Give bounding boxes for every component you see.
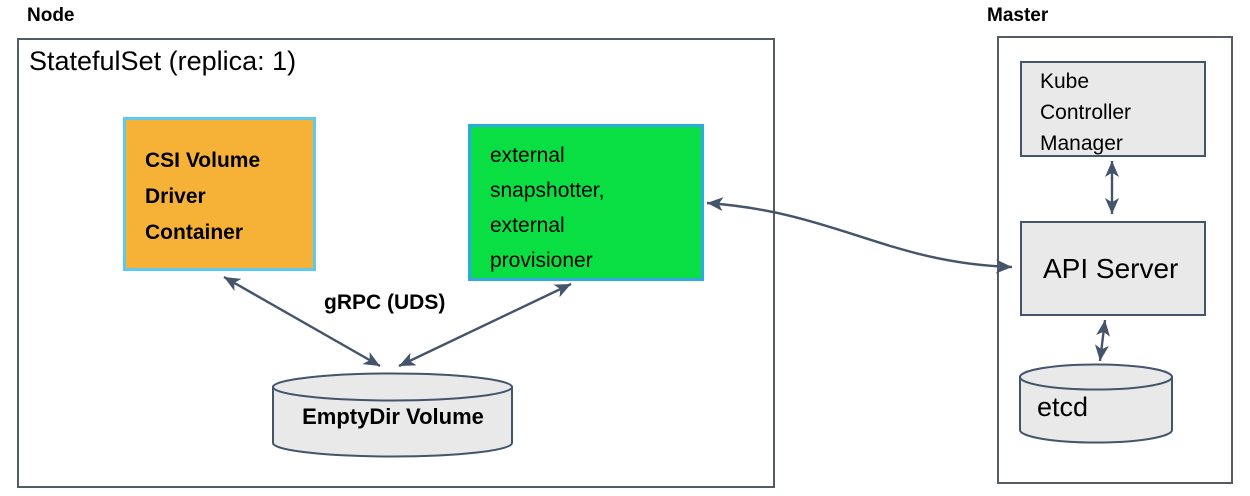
kcm-box-line: Kube <box>1040 70 1090 93</box>
api-server-label: API Server <box>1043 252 1179 284</box>
emptydir-volume-label: EmptyDir Volume <box>302 404 484 429</box>
sidecar-box-line: external <box>490 214 565 237</box>
kcm-box-line: Controller <box>1040 101 1132 124</box>
kube-controller-manager-box: Kube Controller Manager <box>1020 61 1206 157</box>
node-section-label: Node <box>27 5 75 26</box>
etcd-label: etcd <box>1037 392 1089 422</box>
external-sidecars-box: external snapshotter, external provision… <box>468 124 704 281</box>
csi-volume-driver-container-box: CSI Volume Driver Container <box>123 117 316 271</box>
csi-box-line: CSI Volume <box>145 149 261 172</box>
grpc-uds-label: gRPC (UDS) <box>324 291 446 314</box>
api-server-box: API Server <box>1020 221 1206 316</box>
csi-box-line: Driver <box>145 185 206 208</box>
sidecar-box-line: snapshotter, <box>490 179 605 202</box>
sidecar-box-line: provisioner <box>490 249 593 272</box>
csi-box-line: Container <box>145 221 244 244</box>
statefulset-title: StatefulSet (replica: 1) <box>29 46 297 76</box>
kcm-box-line: Manager <box>1040 132 1123 155</box>
sidecar-box-line: external <box>490 144 565 167</box>
master-section-label: Master <box>987 5 1049 26</box>
